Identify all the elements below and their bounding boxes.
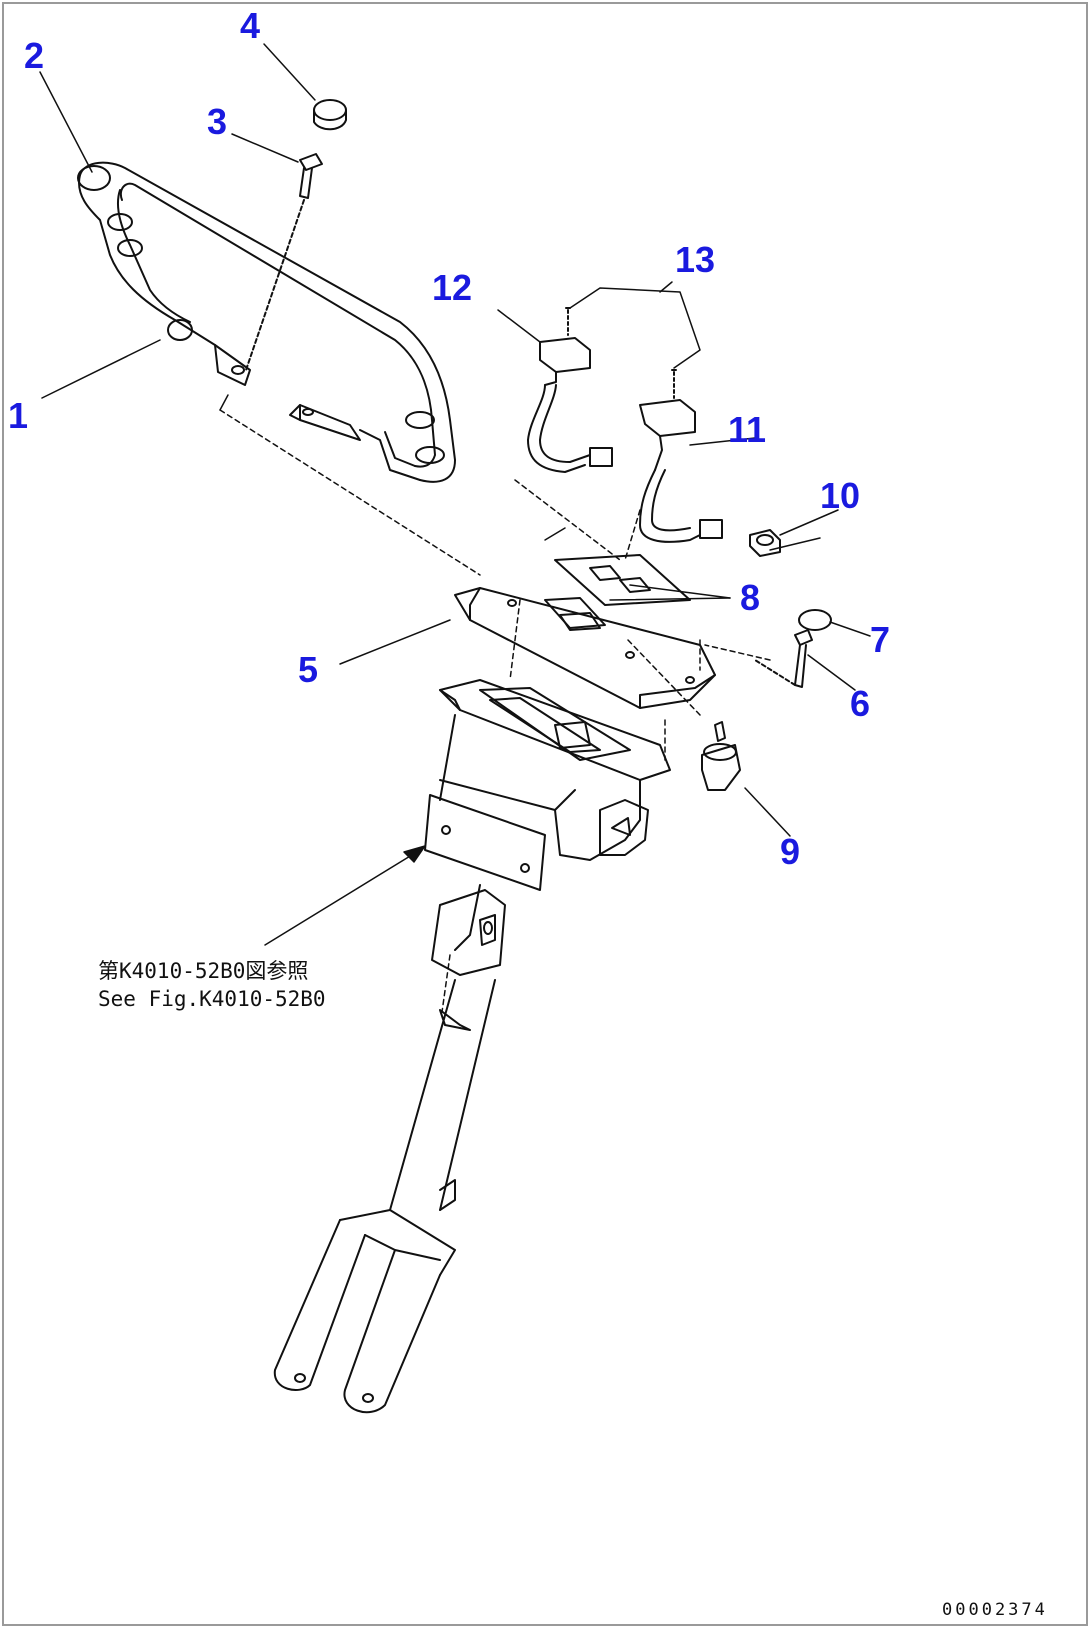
- console-bracket: [425, 795, 545, 890]
- callout-9: 9: [780, 831, 801, 872]
- callout-13: 13: [675, 239, 716, 280]
- part-7-cap: [799, 610, 831, 630]
- console-body: [440, 680, 670, 860]
- leader-lines: [40, 44, 870, 1012]
- reference-note-jp: 第K4010-52B0図参照: [98, 959, 309, 983]
- callout-8: 8: [740, 577, 761, 618]
- steering-column: [275, 885, 505, 1412]
- callout-5: 5: [298, 649, 319, 690]
- reference-note-en: See Fig.K4010-52B0: [98, 987, 326, 1011]
- grab-handle: [78, 163, 455, 482]
- part-4-cap: [314, 100, 346, 129]
- part-12-switch: [528, 308, 612, 472]
- callout-7: 7: [870, 619, 891, 660]
- callout-6: 6: [850, 683, 871, 724]
- callout-12: 12: [432, 267, 473, 308]
- document-number: 00002374: [942, 1600, 1048, 1620]
- part-6-screw: [755, 630, 812, 687]
- diagram-border: [3, 3, 1087, 1625]
- callout-10: 10: [820, 475, 861, 516]
- callout-2: 2: [24, 35, 45, 76]
- part-9-switch: [702, 722, 740, 790]
- part-8-decals: [555, 555, 690, 605]
- part-3-bolt: [246, 154, 322, 370]
- part-11-switch: [640, 370, 722, 542]
- callout-1: 1: [8, 395, 29, 436]
- part-5-panel: [455, 588, 715, 708]
- part-10-plug: [750, 530, 780, 556]
- callout-4: 4: [240, 5, 261, 46]
- callout-11: 11: [728, 409, 767, 450]
- callout-3: 3: [207, 101, 228, 142]
